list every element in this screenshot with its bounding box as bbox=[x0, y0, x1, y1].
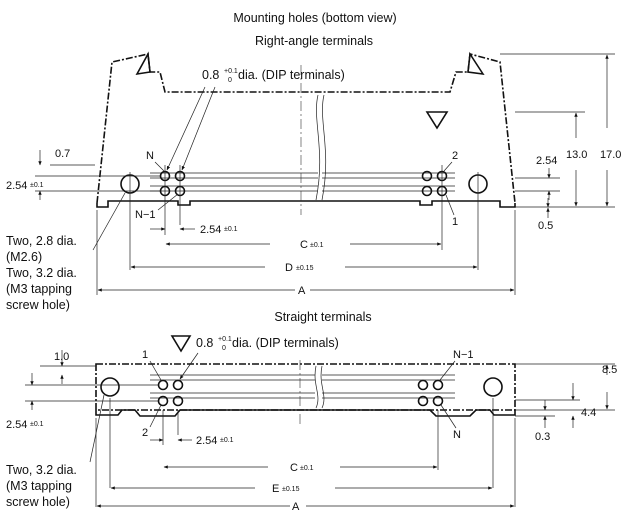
straight-subtitle: Straight terminals bbox=[274, 310, 371, 324]
pin-n-minus-1-label: N−1 bbox=[135, 209, 156, 221]
dip-tolerance-zero: 0 bbox=[228, 77, 232, 84]
dip-hole bbox=[417, 379, 429, 391]
note-line-3: screw hole) bbox=[6, 495, 70, 509]
dim-pitch: 2.54 bbox=[200, 224, 221, 236]
dip-tolerance-zero: 0 bbox=[222, 345, 226, 352]
dip-hole bbox=[417, 395, 429, 407]
note-line-2: (M3 tapping bbox=[6, 479, 72, 493]
note-line-3: Two, 3.2 dia. bbox=[6, 266, 77, 280]
pin-n-label: N bbox=[146, 150, 154, 162]
dim-d-tol: ±0.15 bbox=[296, 265, 314, 272]
dim-e: E bbox=[272, 483, 279, 495]
dip-hole bbox=[172, 379, 184, 391]
dim-e-tol: ±0.15 bbox=[282, 486, 300, 493]
dim-c: C bbox=[300, 239, 308, 251]
left-mounting-hole bbox=[100, 377, 120, 397]
right-mounting-hole bbox=[483, 377, 503, 397]
dim-4-4: 4.4 bbox=[581, 407, 596, 419]
dip-hole bbox=[432, 395, 444, 407]
dip-hole bbox=[172, 395, 184, 407]
straight-bottom-profile bbox=[95, 409, 516, 417]
left-latch bbox=[135, 51, 151, 76]
dim-1-0: 1.0 bbox=[54, 351, 69, 363]
dim-pitch-tol: ±0.1 bbox=[220, 437, 234, 444]
dim-2-54-right: 2.54 bbox=[536, 155, 557, 167]
dip-size-label: 0.8 bbox=[202, 68, 219, 82]
pin-2-label: 2 bbox=[452, 150, 458, 162]
note-line-1: Two, 3.2 dia. bbox=[6, 463, 77, 477]
dim-2-54-left: 2.54 bbox=[6, 180, 27, 192]
straight-polarity-triangle bbox=[170, 335, 192, 353]
dim-2-54-left: 2.54 bbox=[6, 419, 27, 431]
pin-1-label: 1 bbox=[452, 216, 458, 228]
note-line-2: (M2.6) bbox=[6, 250, 42, 264]
dim-0-3: 0.3 bbox=[535, 431, 550, 443]
dip-terminals-label: dia. (DIP terminals) bbox=[238, 68, 345, 82]
note-line-1: Two, 2.8 dia. bbox=[6, 234, 77, 248]
right-angle-subtitle: Right-angle terminals bbox=[255, 34, 373, 48]
polarity-triangle bbox=[425, 111, 449, 130]
note-line-4: (M3 tapping bbox=[6, 282, 72, 296]
pin-2-label: 2 bbox=[142, 427, 148, 439]
pin-n-minus-1-label: N−1 bbox=[453, 349, 474, 361]
straight-view: 0.8 +0.1 0 dia. (DIP terminals) 1.0 2.54… bbox=[6, 335, 617, 511]
dim-c: C bbox=[290, 462, 298, 474]
dip-hole bbox=[157, 379, 169, 391]
dim-d: D bbox=[285, 262, 293, 274]
dim-c-tol: ±0.1 bbox=[310, 242, 324, 249]
dim-13-0: 13.0 bbox=[566, 149, 587, 161]
dim-0-7: 0.7 bbox=[55, 148, 70, 160]
dip-hole bbox=[421, 185, 433, 197]
dip-hole bbox=[432, 379, 444, 391]
right-angle-body-outline bbox=[96, 52, 516, 204]
dip-hole bbox=[421, 170, 433, 182]
pin-n-label: N bbox=[453, 429, 461, 441]
dip-hole bbox=[157, 395, 169, 407]
dim-c-tol: ±0.1 bbox=[300, 465, 314, 472]
dim-0-5: 0.5 bbox=[538, 220, 553, 232]
right-angle-view: 0.8 +0.1 0 dia. (DIP terminals) 0.7 2.54… bbox=[6, 51, 621, 312]
dim-2-54-left-tol: ±0.1 bbox=[30, 421, 44, 428]
dip-size-label: 0.8 bbox=[196, 336, 213, 350]
dim-17-0: 17.0 bbox=[600, 149, 621, 161]
dim-pitch-tol: ±0.1 bbox=[224, 226, 238, 233]
dip-tolerance-plus: +0.1 bbox=[224, 68, 238, 75]
dim-a: A bbox=[292, 501, 300, 511]
pin-1-label: 1 bbox=[142, 349, 148, 361]
note-line-5: screw hole) bbox=[6, 298, 70, 312]
right-latch bbox=[467, 51, 485, 76]
dim-2-54-left-tol: ±0.1 bbox=[30, 182, 44, 189]
dim-a: A bbox=[298, 285, 306, 297]
dim-pitch: 2.54 bbox=[196, 435, 217, 447]
figure-title: Mounting holes (bottom view) bbox=[233, 11, 396, 25]
dip-terminals-label: dia. (DIP terminals) bbox=[232, 336, 339, 350]
right-angle-bottom-profile bbox=[96, 200, 516, 208]
dim-8-5: 8.5 bbox=[602, 364, 617, 376]
dip-tolerance-plus: +0.1 bbox=[218, 336, 232, 343]
